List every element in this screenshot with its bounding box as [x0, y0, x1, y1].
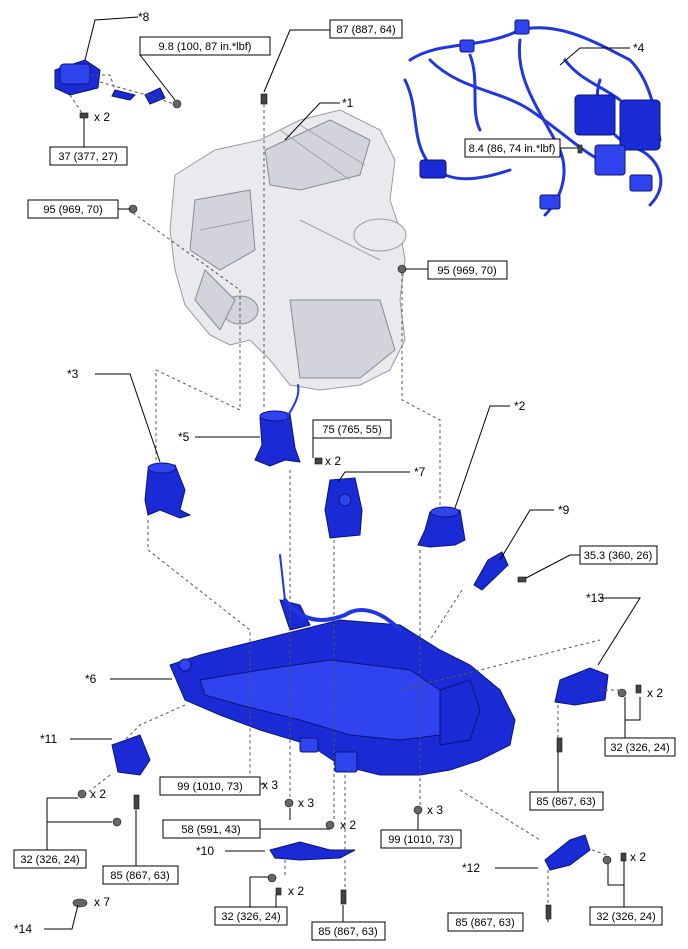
qty-frame-right: x 3: [427, 803, 443, 817]
callout-2: *2: [514, 399, 526, 413]
torque-11-bolt-long: 85 (867, 63): [110, 870, 169, 882]
bracket-13: [554, 667, 609, 706]
torque-top-bolt: 87 (887, 64): [336, 24, 395, 36]
callout-10: *10: [196, 844, 214, 858]
qty-12: x 2: [630, 850, 646, 864]
qty-8: x 2: [94, 110, 110, 124]
callout-11: *11: [40, 732, 57, 746]
torque-12-bolt-long: 85 (867, 63): [455, 917, 514, 929]
callout-1: *1: [342, 96, 354, 110]
quantity-labels: x 2 x 2 x 2 x 3 x 3 x 2 x 3 x 2 x 2 x 2 …: [90, 110, 663, 909]
callout-5: *5: [178, 430, 190, 444]
torque-bolt-9: 35.3 (360, 26): [584, 550, 653, 562]
qty-13: x 2: [647, 686, 663, 700]
mount-3: [144, 462, 192, 519]
part-8-bracket: [54, 59, 166, 105]
torque-8-bracket: 9.8 (100, 87 in.*lbf): [159, 41, 252, 53]
mount-5: [254, 384, 301, 467]
qty-frame-mid: x 3: [298, 796, 314, 810]
qty-14: x 7: [94, 895, 110, 909]
torque-frame-right: 99 (1010, 73): [388, 834, 453, 846]
torque-mount-7: 75 (765, 55): [322, 424, 381, 436]
front-crossmember-6: [169, 554, 516, 776]
mount-2: [417, 506, 466, 548]
callout-7: *7: [414, 465, 426, 479]
bracket-10: [269, 841, 356, 861]
torque-8-bolt: 37 (377, 27): [58, 151, 117, 163]
bracket-12: [544, 834, 591, 871]
qty-frame-mid2: x 2: [340, 818, 356, 832]
leader-lines: [44, 16, 641, 930]
callout-3: *3: [67, 367, 79, 381]
torque-frame-mid: 58 (591, 43): [181, 824, 240, 836]
callout-13: *13: [586, 591, 604, 605]
qty-10: x 2: [288, 884, 304, 898]
callout-tags: *8 *1 *4 *3 *5 *7 *2 *9 *13 *6 *11 *10 *…: [14, 10, 645, 936]
bracket-11: [111, 734, 151, 776]
qty-7: x 2: [325, 454, 341, 468]
engine-wire-harness: [403, 19, 663, 217]
torque-13-bolts: 32 (326, 24): [610, 742, 669, 754]
torque-nut-left: 95 (969, 70): [43, 204, 102, 216]
torque-10-bolt-long: 85 (867, 63): [318, 926, 377, 938]
torque-11-bolts: 32 (326, 24): [20, 854, 79, 866]
qty-11: x 2: [90, 787, 106, 801]
callout-12: *12: [462, 861, 480, 875]
part-9-rod: [473, 551, 509, 591]
callout-9: *9: [558, 503, 570, 517]
mount-7: [324, 477, 363, 539]
qty-frame-left: x 3: [262, 778, 278, 792]
torque-10-bolts: 32 (326, 24): [221, 911, 280, 923]
torque-nut-right: 95 (969, 70): [437, 265, 496, 277]
callout-6: *6: [85, 672, 97, 686]
torque-harness: 8.4 (86, 74 in.*lbf): [469, 143, 556, 155]
torque-12-bolts: 32 (326, 24): [596, 911, 655, 923]
callout-14: *14: [14, 922, 32, 936]
callout-4: *4: [633, 41, 645, 55]
alignment-lines: [69, 74, 620, 905]
torque-frame-left: 99 (1010, 73): [177, 781, 242, 793]
torque-13-bolt-long: 85 (867, 63): [536, 796, 595, 808]
engine-assembly: [169, 109, 407, 391]
torque-boxes: 9.8 (100, 87 in.*lbf) 37 (377, 27) 87 (8…: [13, 19, 676, 941]
callout-8: *8: [138, 10, 150, 24]
